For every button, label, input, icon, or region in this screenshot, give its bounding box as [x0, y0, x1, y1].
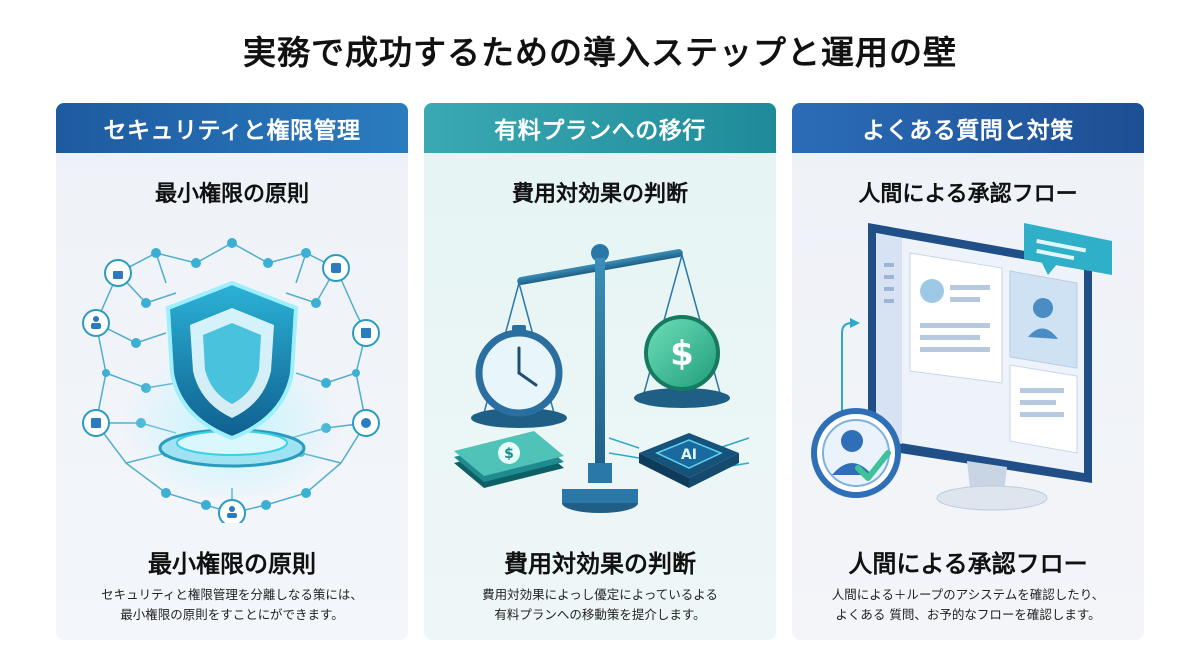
card-faq: よくある質問と対策 人間による承認フロー: [792, 103, 1144, 640]
card-subheading: 最小権限の原則: [154, 182, 309, 207]
card-header: よくある質問と対策: [792, 103, 1144, 153]
chip-label: AI: [681, 447, 697, 463]
card-description: 人間による＋ループのアシステムを確認したり、 よくある 質問、お予的なフローを確…: [804, 585, 1132, 625]
desc-line: 人間による＋ループのアシステムを確認したり、: [831, 587, 1105, 602]
desc-line: 有料プランへの移動策を提介します。: [494, 607, 706, 622]
card-bottom-title: 最小権限の原則: [148, 550, 316, 578]
card-bottom-title: 費用対効果の判断: [504, 550, 696, 578]
card-header: セキュリティと権限管理: [56, 103, 408, 153]
page-title: 実務で成功するための導入ステップと運用の壁: [243, 33, 957, 72]
balance-scale-icon: $ $ AI: [454, 244, 750, 513]
shield-network-icon: [82, 238, 380, 523]
card-header: 有料プランへの移行: [424, 103, 776, 153]
card-security: セキュリティと権限管理 最小権限の原則: [56, 103, 408, 640]
desc-line: セキュリティと権限管理を分離しなる策には、: [101, 587, 363, 602]
card-description: セキュリティと権限管理を分離しなる策には、 最小権限の原則をすことにができます。: [68, 585, 396, 625]
desc-line: 最小権限の原則をすことにができます。: [120, 607, 344, 622]
svg-text:$: $: [504, 446, 514, 462]
svg-text:$: $: [670, 334, 694, 374]
card-subheading: 人間による承認フロー: [858, 182, 1078, 207]
desc-line: 費用対効果によっし優定によっているよる: [482, 587, 718, 602]
desc-line: よくある 質問、お予的なフローを確認します。: [835, 607, 1101, 622]
card-description: 費用対効果によっし優定によっているよる 有料プランへの移動策を提介します。: [436, 585, 764, 625]
monitor-approval-icon: [811, 223, 1112, 511]
card-bottom-title: 人間による承認フロー: [848, 550, 1088, 578]
card-paid-plan: 有料プランへの移行 費用対効果の判断: [424, 103, 776, 640]
card-subheading: 費用対効果の判断: [511, 182, 688, 207]
